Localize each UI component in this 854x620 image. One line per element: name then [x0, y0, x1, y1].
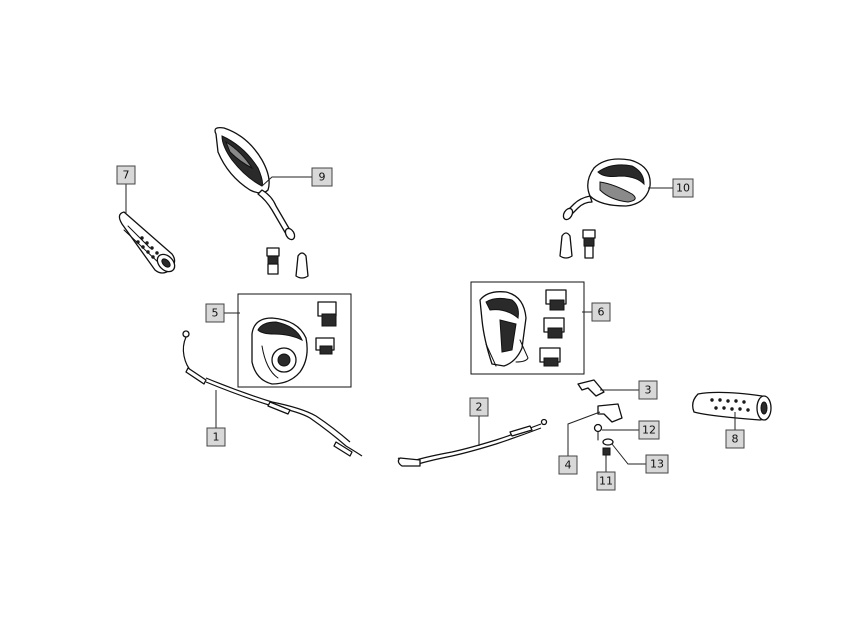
callout-11: 11 — [596, 471, 616, 491]
callout-9: 9 — [311, 167, 333, 187]
part-1-throttle-cable — [182, 330, 363, 457]
callout-6-label: 6 — [598, 306, 605, 319]
callout-12: 12 — [638, 420, 660, 440]
mirror-cap-icon — [559, 232, 573, 259]
callout-1: 1 — [206, 427, 226, 447]
mirror-cap-icon — [295, 252, 309, 279]
leader-lines — [125, 176, 736, 472]
callout-1-label: 1 — [213, 431, 220, 444]
mirror-nut-icon — [266, 247, 280, 275]
part-3-bracket — [577, 379, 605, 397]
callout-11-label: 11 — [599, 475, 613, 488]
part-5-frame — [237, 293, 352, 388]
part-7-left-grip — [118, 211, 176, 274]
grip-pattern-icon — [136, 236, 159, 259]
callout-8-label: 8 — [732, 433, 739, 446]
callout-5: 5 — [205, 303, 225, 323]
part-10-right-mirror — [559, 158, 651, 259]
callout-8: 8 — [725, 429, 745, 449]
switch-connector-icon — [315, 301, 337, 355]
callout-13: 13 — [645, 454, 669, 474]
part-12-bolt — [593, 423, 603, 441]
callout-4-label: 4 — [565, 459, 572, 472]
callout-5-label: 5 — [212, 307, 219, 320]
part-5-left-switch — [237, 293, 352, 388]
part-2-cable — [397, 418, 548, 467]
callout-9-label: 9 — [319, 171, 326, 184]
callout-10: 10 — [672, 178, 694, 198]
part-8-right-grip — [692, 391, 772, 421]
callout-13-label: 13 — [650, 458, 664, 471]
switch-connector-icon — [539, 289, 567, 367]
callout-6: 6 — [591, 302, 611, 322]
callout-10-label: 10 — [676, 182, 690, 195]
part-6-frame — [470, 281, 585, 375]
callout-3-label: 3 — [645, 384, 652, 397]
callout-12-label: 12 — [642, 424, 656, 437]
callout-2-label: 2 — [476, 401, 483, 414]
callout-3: 3 — [638, 380, 658, 400]
callout-2: 2 — [469, 397, 489, 417]
part-9-left-mirror — [214, 126, 309, 279]
callout-7-label: 7 — [123, 169, 130, 182]
callout-7: 7 — [116, 165, 136, 185]
callout-4: 4 — [558, 455, 578, 475]
part-6-right-switch — [470, 281, 585, 375]
part-13-washer — [602, 438, 614, 446]
mirror-nut-icon — [582, 229, 596, 259]
part-4-clamp — [597, 403, 623, 423]
grip-pattern-icon — [710, 398, 750, 412]
